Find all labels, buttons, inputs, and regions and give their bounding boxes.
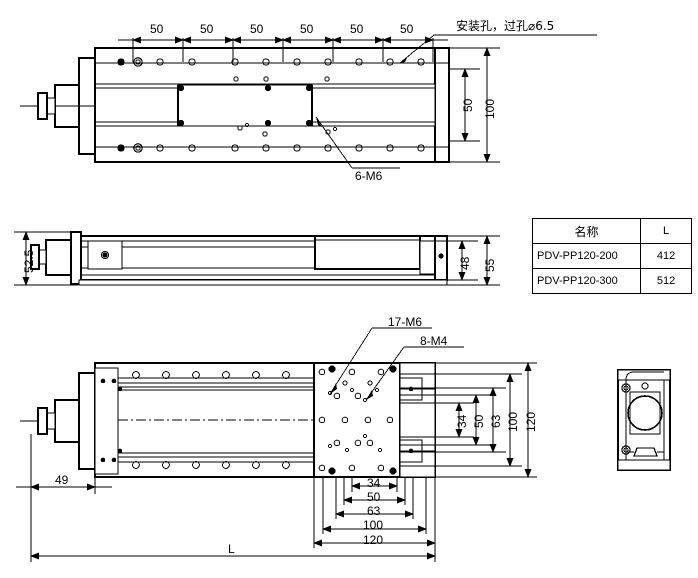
top-view-pitch-dims bbox=[118, 36, 448, 62]
bottom-view-horizontal-dims bbox=[313, 477, 436, 548]
table-header-row: 名称 L bbox=[531, 218, 692, 244]
bottom-left-dim-49: 49 bbox=[55, 473, 69, 487]
bottom-vert-dim-120: 120 bbox=[524, 411, 538, 432]
table-row: PDV-PP120-300 512 bbox=[531, 268, 692, 294]
table-row: PDV-PP120-200 412 bbox=[531, 243, 692, 269]
table-cell-l: 412 bbox=[640, 243, 692, 269]
table-cell-l: 512 bbox=[640, 268, 692, 294]
bottom-vert-dim-50: 50 bbox=[472, 414, 486, 428]
callout-6m6: 6-M6 bbox=[355, 169, 383, 183]
top-view-right-dims bbox=[449, 47, 500, 163]
side-view-left-dim bbox=[14, 231, 78, 286]
side-left-dim: 52.5 bbox=[22, 249, 36, 273]
table-cell-name: PDV-PP120-200 bbox=[531, 243, 642, 269]
bottom-view-geometry bbox=[20, 362, 436, 478]
bottom-horz-dim-100: 100 bbox=[363, 518, 384, 532]
table-header-name: 名称 bbox=[531, 218, 642, 244]
side-right-dim-inner: 48 bbox=[458, 256, 472, 270]
parts-table: 名称 L PDV-PP120-200 412 PDV-PP120-300 512 bbox=[531, 218, 692, 294]
bottom-horz-dim-63: 63 bbox=[367, 504, 381, 518]
mounting-hole-note: 安装孔，过孔⌀6.5 bbox=[456, 19, 555, 33]
bottom-horz-dim-34: 34 bbox=[367, 476, 381, 490]
side-right-dim-outer: 55 bbox=[483, 258, 497, 272]
bottom-length-dim-L: L bbox=[228, 542, 235, 556]
bottom-horz-dim-50: 50 bbox=[367, 490, 381, 504]
bottom-vert-dim-34: 34 bbox=[455, 414, 469, 428]
top-right-dim-inner: 50 bbox=[461, 98, 475, 112]
callout-17m6-leader bbox=[329, 327, 432, 395]
bottom-vert-dim-100: 100 bbox=[506, 411, 520, 432]
top-right-dim-outer: 100 bbox=[483, 98, 497, 119]
bottom-view-dim-49 bbox=[16, 434, 112, 494]
mounting-hole-leader bbox=[399, 34, 597, 64]
callout-8m4: 8-M4 bbox=[420, 334, 448, 348]
top-pitch-dim-5: 50 bbox=[350, 22, 364, 36]
bottom-vert-dim-63: 63 bbox=[489, 414, 503, 428]
top-pitch-dim-3: 50 bbox=[250, 22, 264, 36]
side-view-right-dims bbox=[420, 235, 500, 286]
callout-17m6: 17-M6 bbox=[388, 315, 423, 329]
top-pitch-dim-1: 50 bbox=[150, 22, 164, 36]
top-view-geometry bbox=[20, 47, 450, 163]
end-view-geometry bbox=[617, 369, 671, 471]
callout-6m6-leader bbox=[315, 116, 400, 169]
callout-8m4-leader bbox=[365, 346, 464, 401]
table-cell-name: PDV-PP120-300 bbox=[531, 268, 642, 294]
bottom-view-vertical-dims bbox=[400, 362, 537, 478]
top-pitch-dim-4: 50 bbox=[300, 22, 314, 36]
table-header-l: L bbox=[640, 218, 692, 244]
side-view-geometry bbox=[30, 231, 448, 286]
bottom-horz-dim-120: 120 bbox=[363, 533, 384, 547]
top-pitch-dim-6: 50 bbox=[400, 22, 414, 36]
bottom-view-dim-L bbox=[30, 494, 436, 562]
top-pitch-dim-2: 50 bbox=[200, 22, 214, 36]
